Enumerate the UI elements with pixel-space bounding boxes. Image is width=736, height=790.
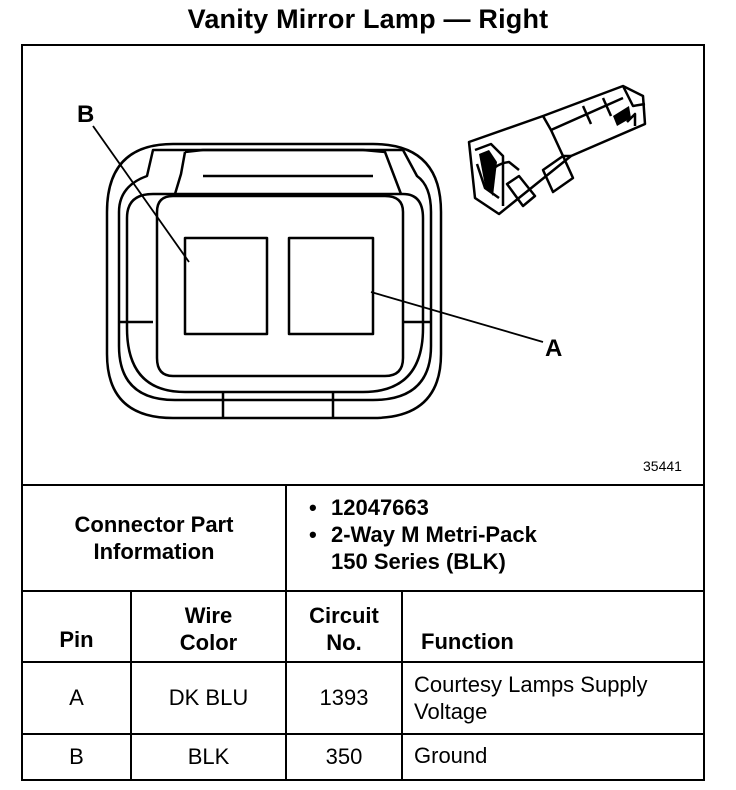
row-a-pin: A [69, 685, 84, 710]
header-function: Function [421, 629, 514, 654]
leader-line-a [370, 291, 544, 343]
header-pin: Pin [59, 626, 94, 652]
row-b-circuit: 350 [325, 744, 363, 769]
part-number: 12047663 [309, 494, 699, 521]
divider-header [23, 661, 703, 663]
divider-row-a [23, 733, 703, 735]
divider-col-1 [130, 590, 132, 781]
connector-info-label-line1: Connector Part [74, 512, 234, 537]
leader-line-b [92, 125, 190, 263]
connector-info-label: Connector Part Information [23, 486, 285, 590]
row-a-circuit: 1393 [319, 685, 369, 710]
row-b-function: Ground [414, 743, 488, 768]
divider-info [23, 590, 703, 592]
divider-diagram [23, 484, 703, 486]
connector-type-line2: 150 Series (BLK) [331, 549, 506, 574]
connector-isometric-icon [467, 84, 647, 216]
connector-face-drawing: B A [77, 84, 647, 420]
divider-col-2 [285, 484, 287, 781]
row-b-pin: B [69, 744, 84, 769]
divider-col-3 [401, 590, 403, 781]
row-a-function: Courtesy Lamps Supply Voltage [414, 672, 648, 724]
header-wire-color: Wire Color [179, 603, 238, 655]
connector-type-line1: 2-Way M Metri-Pack [331, 522, 537, 547]
figure-number: 35441 [643, 458, 682, 474]
connector-info-label-line2: Information [93, 539, 215, 564]
row-b-wire-color: BLK [187, 744, 230, 769]
header-circuit-no: Circuit No. [309, 603, 379, 655]
pin-label-b: B [77, 101, 94, 128]
connector-diagram: B A 35441 [23, 46, 703, 486]
pin-label-a: A [545, 335, 562, 362]
connector-sheet: B A 35441 Connector Part Information 120… [21, 44, 705, 781]
row-a-wire-color: DK BLU [168, 685, 249, 710]
page-title: Vanity Mirror Lamp — Right [187, 4, 549, 34]
